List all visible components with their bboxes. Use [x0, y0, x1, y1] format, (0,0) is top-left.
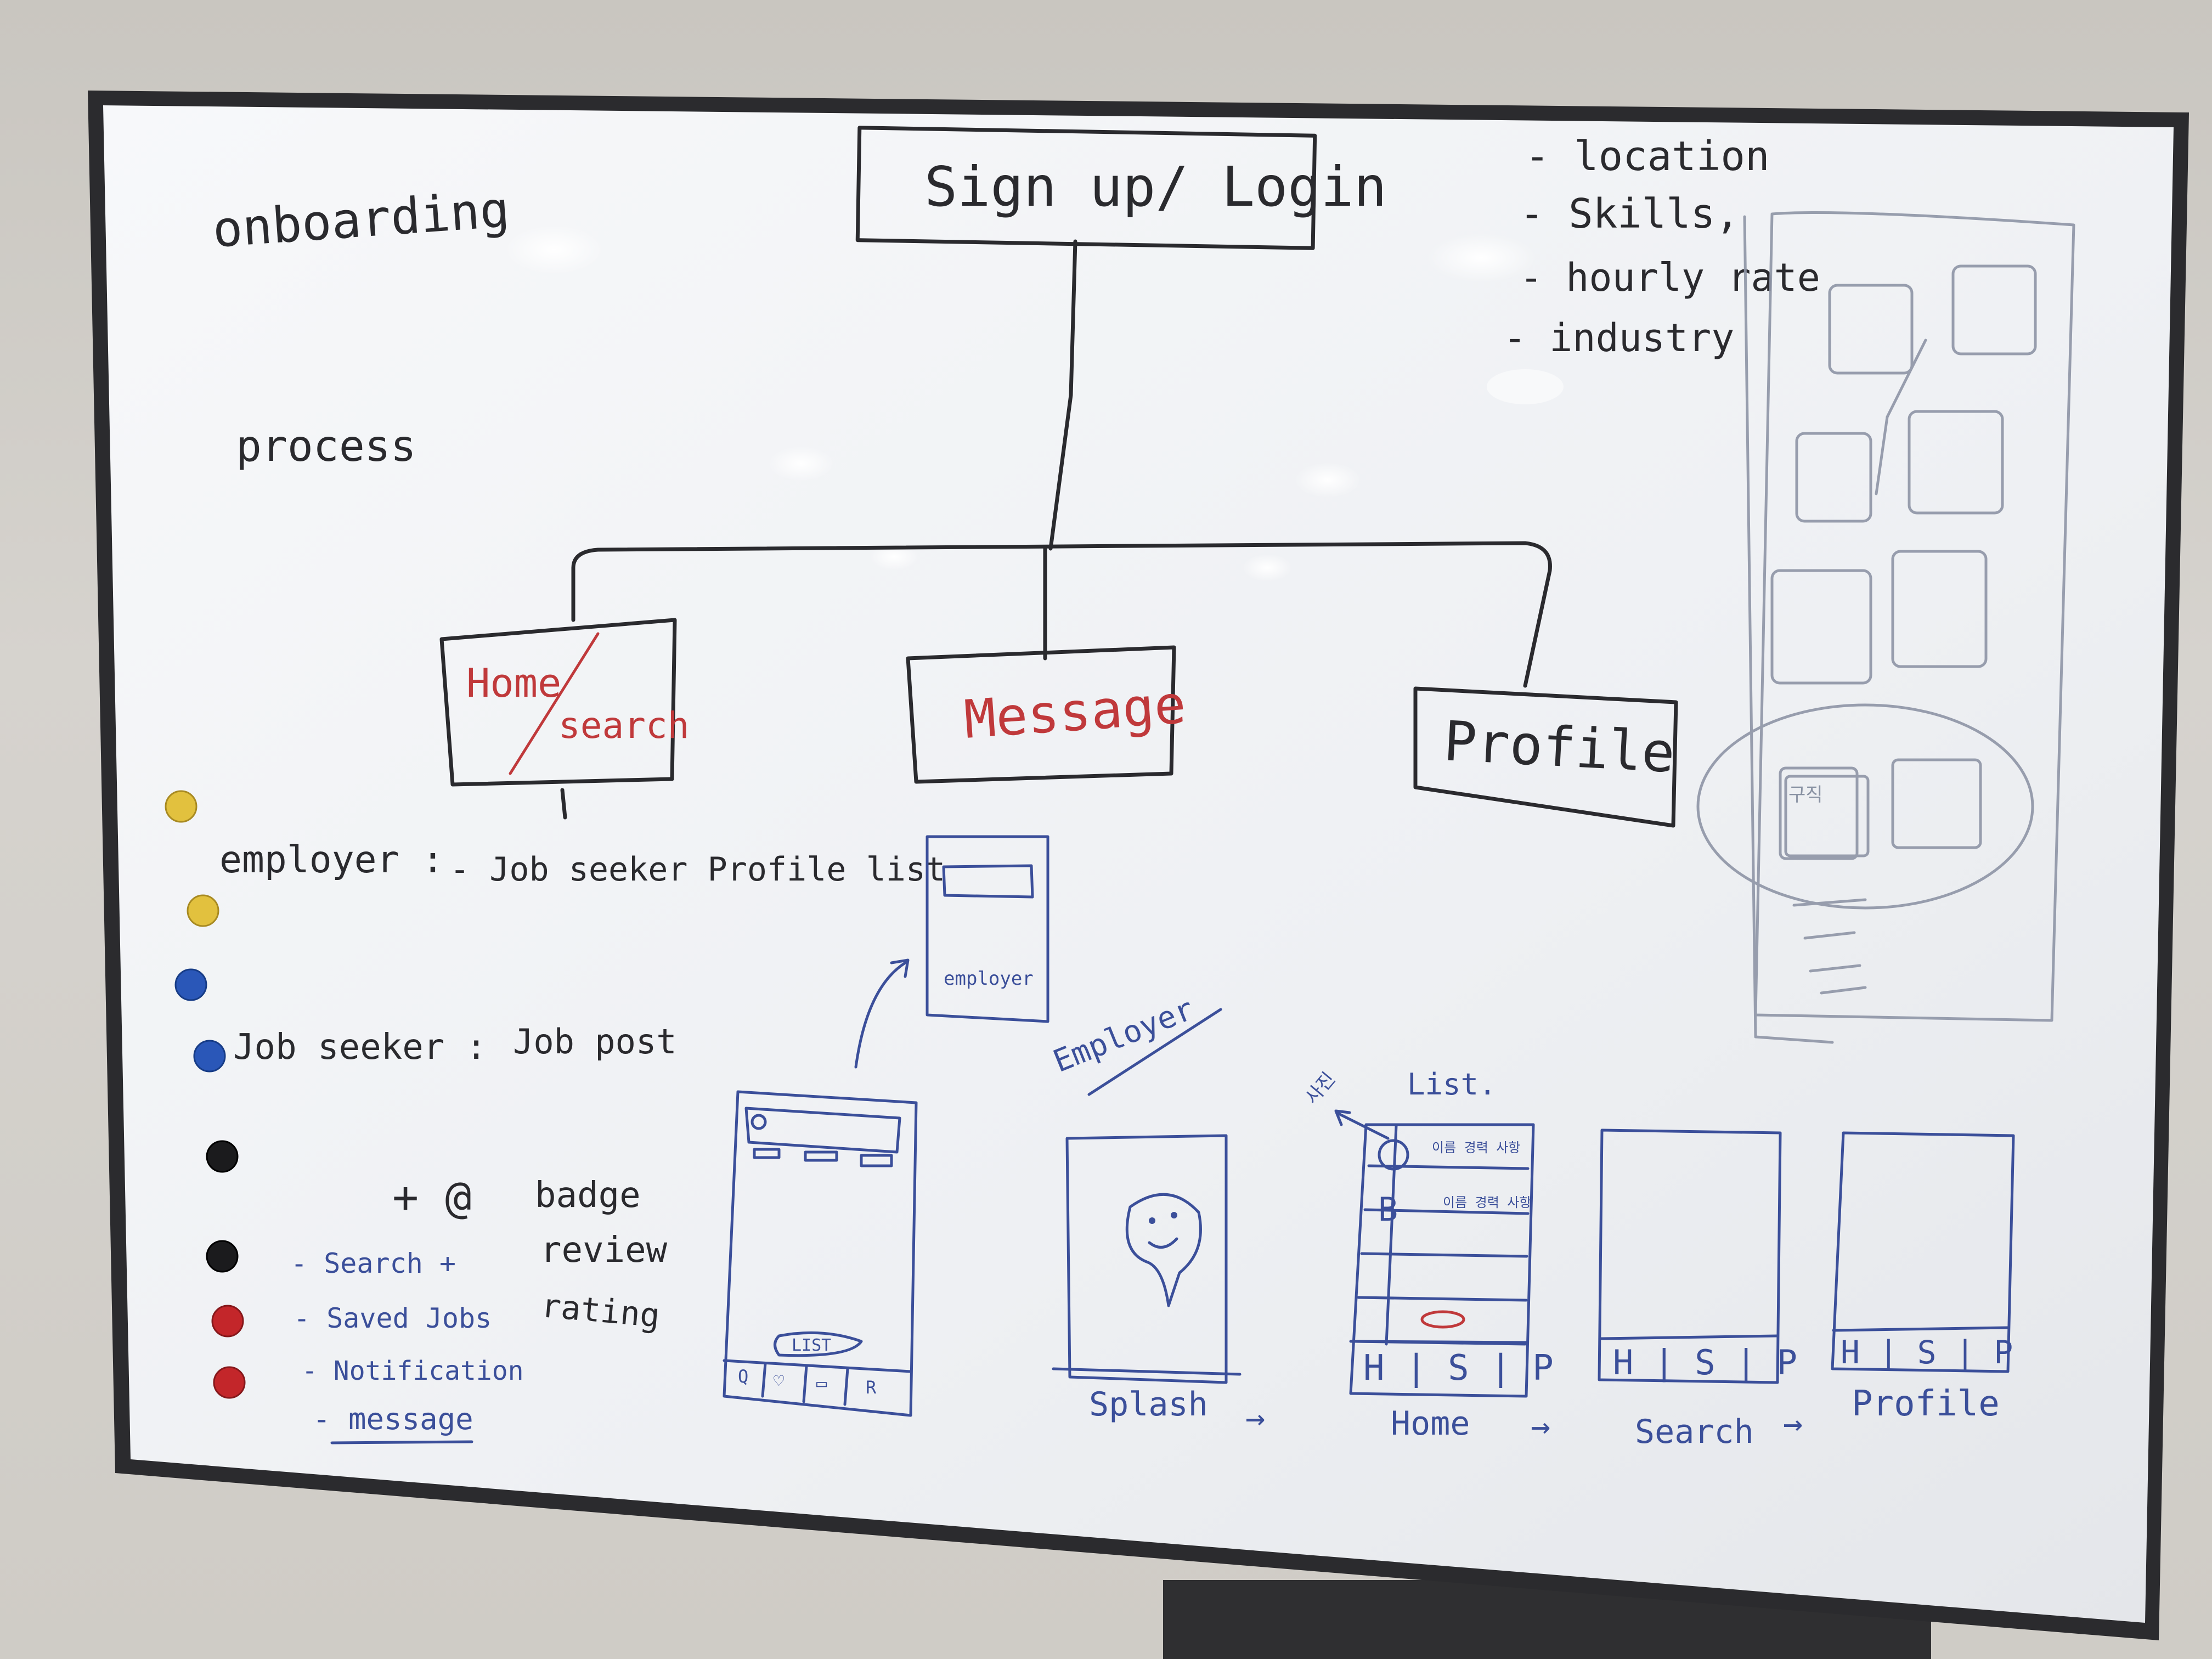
feature-notification: - Notification [302, 1356, 524, 1386]
flow-home: Home [1391, 1404, 1470, 1443]
arrow-to-employer-screen [854, 958, 910, 1069]
home-row2-icon: B [1378, 1190, 1398, 1229]
plus-at-note: + @ [392, 1172, 472, 1223]
home-search-box [439, 618, 677, 787]
signup-login-box [855, 126, 1317, 250]
profile-fields: - location - Skills, - hourly rate - ind… [1503, 133, 1820, 360]
profile-box [1413, 686, 1678, 828]
profile-screen-sketch: H | S | P [1831, 1131, 2015, 1373]
erased-sketch-word: 구직 [1788, 784, 1823, 806]
list-button-label: LIST [792, 1336, 831, 1355]
list-tab-profile-icon: R [866, 1377, 877, 1398]
list-label: List. [1407, 1067, 1497, 1102]
profile-field-skills: - Skills, [1520, 190, 1740, 238]
badge-notes: badge review rating [535, 1175, 668, 1335]
tree-connectors [560, 239, 1552, 820]
badge-note: badge [535, 1175, 641, 1216]
review-note: review [540, 1230, 668, 1271]
splash-screen-sketch [1052, 1134, 1242, 1384]
home-search-divider [509, 632, 600, 775]
message-box [906, 645, 1176, 784]
process-label: process [236, 422, 416, 471]
home-tabbar: H | S | P [1363, 1348, 1554, 1389]
jobseeker-item: Job post [513, 1022, 677, 1062]
magnets [165, 790, 246, 1399]
flow-arrow-2: → [1531, 1407, 1550, 1446]
magnet-black-1 [206, 1140, 239, 1173]
feature-search: - Search + [291, 1248, 456, 1279]
profile-field-location: - location [1525, 133, 1770, 180]
flow-profile: Profile [1852, 1384, 2000, 1424]
feature-message: - message [313, 1402, 473, 1436]
screen-flow: Splash → Home → Search → Profile [1089, 1384, 2000, 1451]
search-screen-sketch: H | S | P [1598, 1128, 1797, 1384]
flow-arrow-3: → [1783, 1404, 1803, 1443]
magnet-yellow-2 [187, 894, 219, 927]
magnet-blue-1 [174, 968, 207, 1001]
flow-search: Search [1635, 1413, 1754, 1451]
profile-tabbar: H | S | P [1841, 1334, 2013, 1371]
employer-label: employer : [219, 838, 444, 882]
erased-grid-sketch: 구직 [1696, 211, 2075, 1044]
list-tab-search-icon: Q [738, 1366, 748, 1387]
list-screen-sketch: LIST Q ♡ ▭ R [723, 1090, 918, 1417]
search-tabbar: H | S | P [1613, 1342, 1797, 1383]
profile-field-hourly-rate: - hourly rate [1520, 255, 1820, 300]
magnet-blue-2 [193, 1040, 226, 1073]
flow-splash: Splash [1089, 1385, 1208, 1424]
employer-screen-sketch: employer [926, 835, 1049, 1023]
magnet-black-2 [206, 1240, 239, 1273]
home-row1-text: 이름 경력 사항 [1432, 1140, 1520, 1155]
board-surface [103, 105, 2174, 1623]
magnet-red-1 [211, 1305, 244, 1338]
signup-login-label: Sign up/ Login [924, 155, 1387, 219]
profile-label: Profile [1442, 709, 1677, 785]
home-label: Home [466, 660, 561, 706]
list-tab-chat-icon: ▭ [816, 1373, 827, 1393]
feature-saved-jobs: - Saved Jobs [294, 1302, 492, 1334]
flow-arrow-1: → [1245, 1399, 1265, 1437]
feature-list: - Search + - Saved Jobs - Notification -… [291, 1248, 524, 1444]
employer-screen-label: employer [944, 968, 1034, 990]
list-tab-heart-icon: ♡ [774, 1370, 784, 1391]
employer-item: - Job seeker Profile list [450, 850, 945, 889]
magnet-yellow-1 [165, 790, 198, 823]
light-reflections [505, 225, 1564, 582]
home-row2-text: 이름 경력 사항 [1443, 1195, 1531, 1210]
search-label: search [558, 704, 689, 747]
profile-field-industry: - industry [1503, 315, 1734, 360]
employer-underline [1087, 1008, 1222, 1096]
jobseeker-label: Job seeker : [233, 1027, 487, 1068]
magnet-red-2 [213, 1366, 246, 1399]
